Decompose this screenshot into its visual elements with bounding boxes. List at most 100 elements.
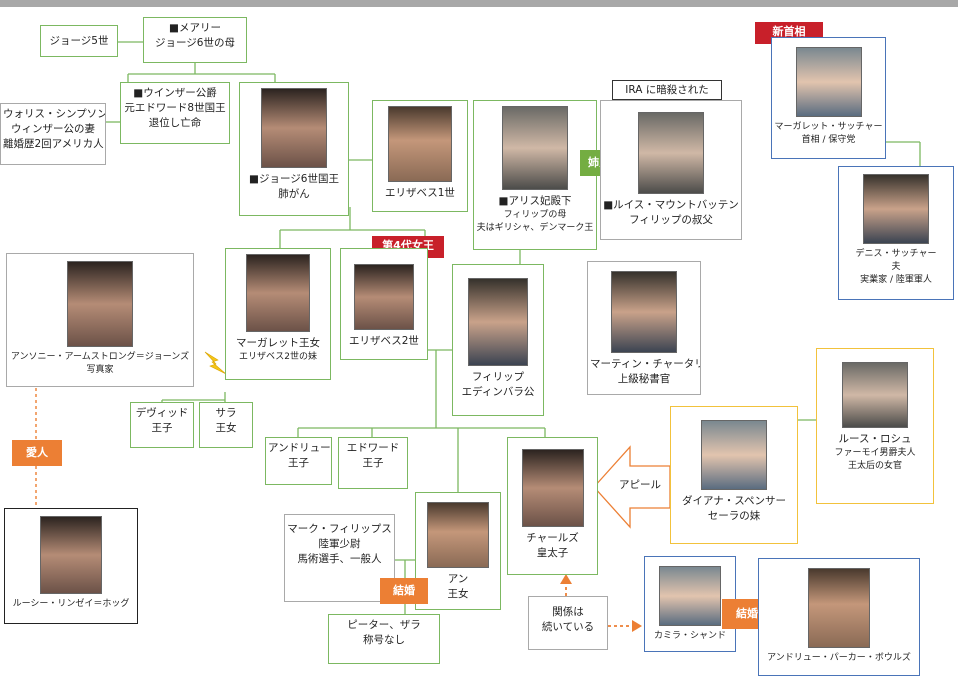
node-camilla: カミラ・シャンド [644,556,736,652]
antony-note: 写真家 [86,365,114,376]
camilla-photo [659,566,721,626]
louis-photo [638,112,704,194]
wallis-note1: ウィンザー公の妻 [11,123,95,136]
top-bar [0,0,958,7]
node-louis: ■ルイス・マウントバッテン フィリップの叔父 [600,100,742,240]
node-philip: フィリップ エディンバラ公 [452,264,544,416]
antony-name: アンソニー・アームストロング＝ジョーンズ [10,352,190,362]
andrewpb-photo [808,568,870,648]
ruth-name: ルース・ロシュ [838,433,912,445]
node-diana: ダイアナ・スペンサー セーラの妹 [670,406,798,544]
elizabeth1-name: エリザベス1世 [385,187,455,199]
mark-note2: 馬術選手、一般人 [297,553,382,566]
mary-name: ■メアリー [169,22,221,34]
node-charles: チャールズ 皇太子 [507,437,598,575]
diana-photo [701,420,767,490]
node-margaret: マーガレット王女 エリザベス2世の妹 [225,248,331,380]
thatcher-name: マーガレット・サッチャー [774,122,883,132]
sarah-name: サラ [215,407,237,419]
appeal-text: アピール [619,479,661,491]
elizabeth2-name: エリザベス2世 [349,335,419,347]
node-mark: マーク・フィリップス 陸軍少尉 馬術選手、一般人 [284,514,395,602]
node-antony: アンソニー・アームストロング＝ジョーンズ 写真家 [6,253,194,387]
edward-note: 王子 [362,457,384,470]
node-andrewpb: アンドリュー・パーカー・ボウルズ [758,558,920,676]
node-david: デヴィッド 王子 [130,402,194,448]
node-peter: ピーター、ザラ 称号なし [328,614,440,664]
margaret-name: マーガレット王女 [236,337,320,349]
antony-photo [67,261,133,347]
node-elizabeth1: エリザベス1世 [372,100,468,212]
charles-name: チャールズ [526,532,579,544]
node-sarah: サラ 王女 [199,402,253,448]
ruth-note2: 王太后の女官 [847,461,902,472]
martin-name: マーティン・チャータリス [590,358,700,370]
node-alice: ■アリス妃殿下 フィリップの母 夫はギリシャ、デンマーク王 [473,100,597,250]
diana-name: ダイアナ・スペンサー [681,495,787,507]
george6-name: ■ジョージ6世国王 [249,173,339,185]
node-mary: ■メアリー ジョージ6世の母 [143,17,247,63]
louis-name: ■ルイス・マウントバッテン [603,199,739,211]
marriage-anne-text: 結婚 [393,584,415,597]
anne-name: アン [447,573,469,585]
philip-note: エディンバラ公 [461,386,535,399]
thatcher-note: 首相 / 保守党 [801,135,856,146]
node-lucy: ルーシー・リンゼイ＝ホッグ [4,508,138,624]
denis-photo [863,174,929,244]
node-denis: デニス・サッチャー 夫 実業家 / 陸軍軍人 [838,166,954,300]
denis-note2: 実業家 / 陸軍軍人 [860,275,932,286]
edward-name: エドワード [346,442,400,454]
lover-tag: 愛人 [12,440,62,466]
ruth-photo [842,362,908,428]
node-george6: ■ジョージ6世国王 肺がん [239,82,349,216]
sarah-note: 王女 [215,422,237,435]
mark-note1: 陸軍少尉 [318,538,361,551]
node-anne: アン 王女 [415,492,501,610]
andrewpb-name: アンドリュー・パーカー・ボウルズ [767,653,911,663]
relationship-line2: 続いている [541,621,595,634]
lover-text: 愛人 [26,446,48,459]
denis-name: デニス・サッチャー [855,249,937,259]
node-elizabeth2: エリザベス2世 [340,248,428,360]
windsor-note2: 退位し亡命 [148,117,202,130]
marriage-anne-tag: 結婚 [380,578,428,604]
david-name: デヴィッド [135,407,189,419]
wallis-note2: 離婚歴2回アメリカ人 [3,138,104,151]
node-george5: ジョージ5世 [40,25,118,57]
philip-name: フィリップ [471,371,525,383]
node-wallis: ウォリス・シンプソン ウィンザー公の妻 離婚歴2回アメリカ人 [0,103,106,165]
alice-note1: フィリップの母 [503,210,567,221]
camilla-name: カミラ・シャンド [653,631,726,641]
george6-note: 肺がん [278,188,310,201]
thatcher-photo [795,47,862,117]
louis-note: フィリップの叔父 [629,214,713,227]
ira-note: IRA に暗殺された [612,80,722,100]
anne-note: 王女 [447,588,469,601]
margaret-photo [246,254,310,332]
relationship-line1: 関係は [552,606,584,618]
andrew-name: アンドリュー [268,442,331,454]
lucy-photo [40,516,102,594]
elizabeth1-photo [388,106,452,182]
lucy-name: ルーシー・リンゼイ＝ホッグ [12,599,130,609]
mark-name: マーク・フィリップス [287,523,392,535]
david-note: 王子 [151,422,173,435]
peter-name: ピーター、ザラ [347,619,421,631]
andrew-note: 王子 [288,457,309,470]
george5-name: ジョージ5世 [49,35,109,47]
node-ruth: ルース・ロシュ ファーモイ男爵夫人 王太后の女官 [816,348,934,504]
node-thatcher: マーガレット・サッチャー 首相 / 保守党 [771,37,886,159]
george6-photo [261,88,327,168]
node-edward: エドワード 王子 [338,437,408,489]
node-martin: マーティン・チャータリス 上級秘書官 [587,261,701,395]
charles-photo [521,449,584,527]
ira-text: IRA に暗殺された [625,84,709,96]
node-andrew: アンドリュー 王子 [265,437,332,485]
windsor-note1: 元エドワード8世国王 [124,102,226,115]
elizabeth2-photo [354,264,414,330]
diana-note: セーラの妹 [707,510,761,523]
mary-note: ジョージ6世の母 [155,37,235,50]
windsor-name: ■ウインザー公爵 [133,87,217,99]
denis-note1: 夫 [891,262,901,273]
wallis-name: ウォリス・シンプソン [3,108,106,120]
